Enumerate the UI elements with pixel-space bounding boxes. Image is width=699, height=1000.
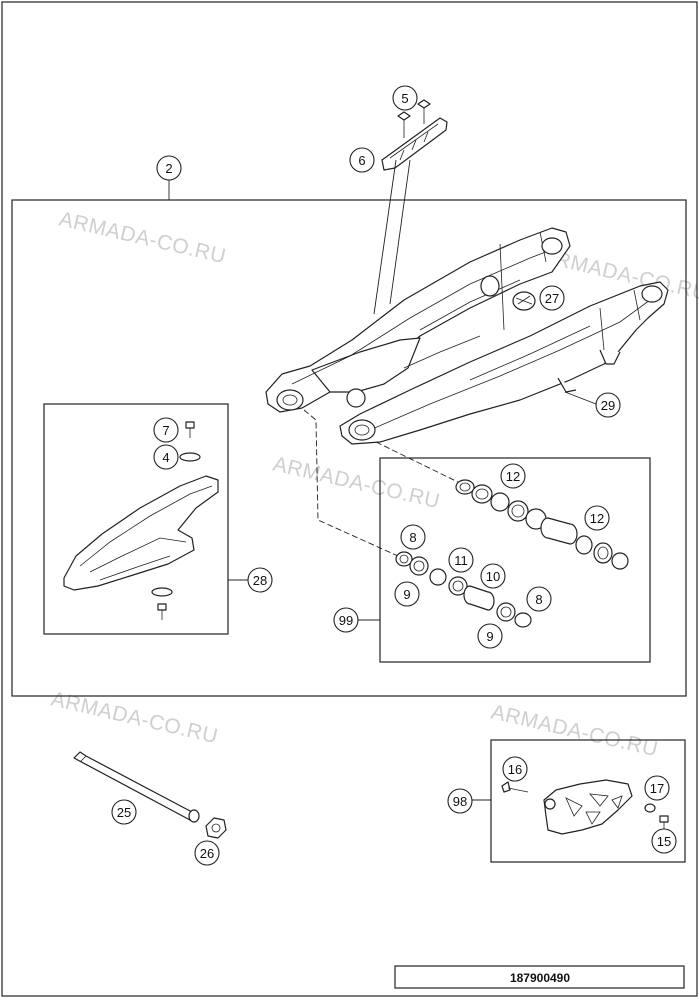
svg-text:6: 6 <box>358 153 365 168</box>
svg-text:7: 7 <box>162 423 169 438</box>
callout-8-upper: 8 <box>400 524 426 550</box>
callout-11: 11 <box>448 547 474 573</box>
svg-text:8: 8 <box>535 592 542 607</box>
svg-text:99: 99 <box>339 613 353 628</box>
bearing-set-lower <box>395 551 532 628</box>
swingarm-part <box>265 227 669 445</box>
callout-12-upper: 12 <box>500 463 526 489</box>
callout-98: 98 <box>447 788 473 814</box>
watermark: ARMADA-CO.RU <box>271 452 442 513</box>
bolt-part <box>501 781 529 793</box>
callout-25: 25 <box>111 799 137 825</box>
swingarm-axle-part <box>73 751 200 823</box>
callout-5: 5 <box>392 85 418 111</box>
svg-text:16: 16 <box>508 762 522 777</box>
rubber-plug-part <box>512 291 536 311</box>
leader-line <box>373 159 397 315</box>
callout-12-lower: 12 <box>584 505 610 531</box>
washer-part <box>151 587 173 597</box>
svg-text:8: 8 <box>409 530 416 545</box>
chain-slider-group-frame <box>43 403 229 635</box>
leader-line <box>564 391 597 405</box>
chain-slider-part <box>63 475 219 591</box>
svg-text:27: 27 <box>545 291 559 306</box>
assembly-dashed-line <box>303 409 399 557</box>
callout-7: 7 <box>153 417 179 443</box>
callout-2: 2 <box>156 155 182 181</box>
axle-nut-part <box>205 817 227 839</box>
svg-text:15: 15 <box>657 834 671 849</box>
screw-part <box>185 421 195 438</box>
watermark: ARMADA-CO.RU <box>489 700 660 761</box>
callout-15: 15 <box>651 828 677 854</box>
svg-text:29: 29 <box>601 398 615 413</box>
bearing-kit-group-frame <box>379 457 651 663</box>
callout-8-lower: 8 <box>526 586 552 612</box>
chain-slider-part <box>381 117 448 171</box>
callout-29: 29 <box>595 392 621 418</box>
svg-text:98: 98 <box>453 794 467 809</box>
svg-text:4: 4 <box>162 450 169 465</box>
svg-text:10: 10 <box>486 569 500 584</box>
callout-10: 10 <box>480 563 506 589</box>
svg-text:9: 9 <box>486 629 493 644</box>
watermark: ARMADA-CO.RU <box>57 207 228 268</box>
svg-text:28: 28 <box>253 573 267 588</box>
callout-99: 99 <box>333 607 359 633</box>
svg-text:12: 12 <box>590 511 604 526</box>
callout-6: 6 <box>349 147 375 173</box>
callout-26: 26 <box>194 840 220 866</box>
washer-part <box>179 452 201 462</box>
watermarks: ARMADA-CO.RU ARMADA-CO.RU ARMADA-CO.RU A… <box>49 207 699 761</box>
callout-9-lower: 9 <box>477 623 503 649</box>
screw-part <box>157 603 167 620</box>
svg-text:5: 5 <box>401 91 408 106</box>
chain-guide-group-frame <box>490 739 686 863</box>
bearing-set-upper <box>455 479 629 570</box>
svg-text:12: 12 <box>506 469 520 484</box>
washer-part <box>644 803 656 813</box>
svg-text:26: 26 <box>200 846 214 861</box>
leader-line <box>389 159 411 305</box>
assembly-dashed-line <box>375 441 463 485</box>
screw-part <box>659 815 669 830</box>
swingarm-group-frame <box>11 199 687 697</box>
svg-text:17: 17 <box>650 781 664 796</box>
svg-text:9: 9 <box>403 587 410 602</box>
callout-17: 17 <box>644 775 670 801</box>
chain-guide-part <box>543 779 633 835</box>
svg-text:25: 25 <box>117 805 131 820</box>
callout-28: 28 <box>247 567 273 593</box>
callout-9-upper: 9 <box>394 581 420 607</box>
drawing-code: 187900490 <box>510 971 570 985</box>
svg-text:11: 11 <box>454 553 468 568</box>
callout-16: 16 <box>502 756 528 782</box>
bolt-part <box>397 99 431 138</box>
svg-text:2: 2 <box>165 161 172 176</box>
callout-27: 27 <box>539 285 565 311</box>
callout-4: 4 <box>153 444 179 470</box>
drawing-code-box: 187900490 <box>394 965 685 989</box>
